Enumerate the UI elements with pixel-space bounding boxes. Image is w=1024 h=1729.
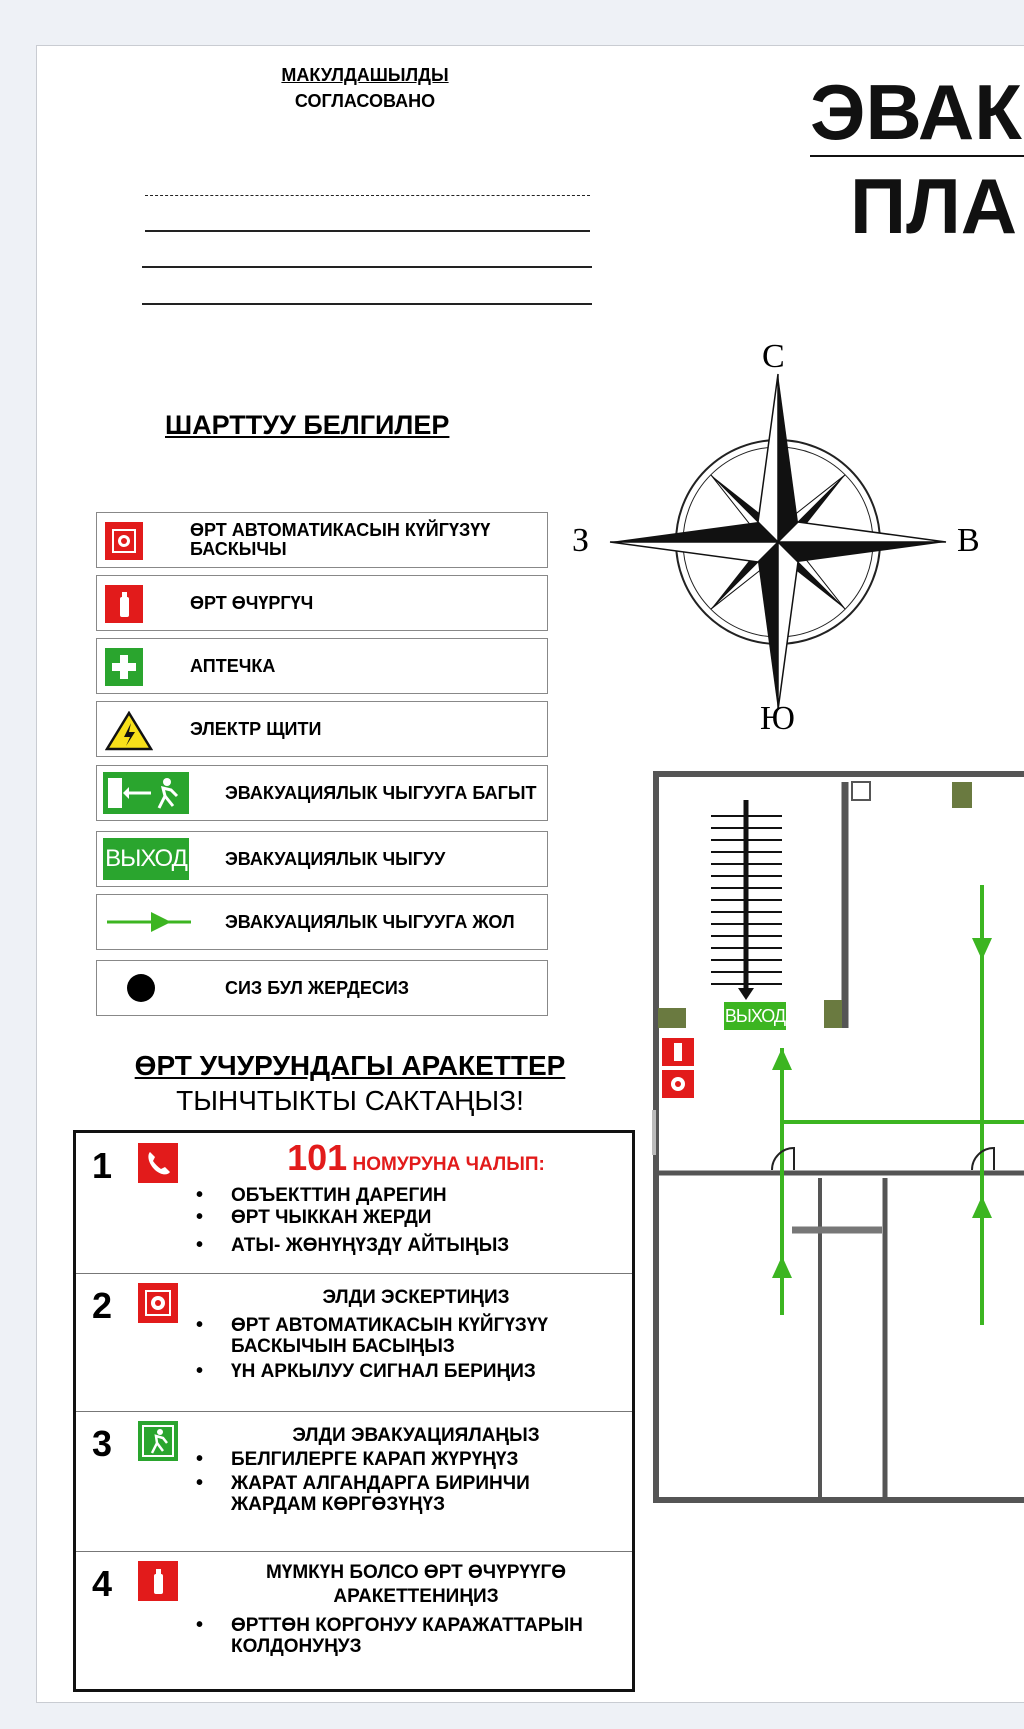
- phone-icon: [138, 1143, 178, 1183]
- step-bullet: ӨРТТӨН КОРГОНУУ КАРАЖАТТАРЫН КОЛДОНУҢУЗ: [196, 1615, 621, 1657]
- compass-north: С: [762, 338, 785, 375]
- legend-label: ЭВАКУАЦИЯЛЫК ЧЫГУУГА ЖОЛ: [225, 911, 515, 932]
- legend-item: ӨРТ ӨЧҮРГҮЧ: [96, 575, 548, 631]
- fire-extinguisher-icon: [138, 1561, 178, 1601]
- legend-item: ВЫХОД ЭВАКУАЦИЯЛЫК ЧЫГУУ: [96, 831, 548, 887]
- step-bullet: ӨРТ АВТОМАТИКАСЫН КҮЙГҮЗҮҮ БАСКЫЧЫН БАСЫ…: [196, 1315, 571, 1357]
- step-bullet: АТЫ- ЖӨНҮҢҮЗДҮ АЙТЫҢЫЗ: [196, 1235, 509, 1256]
- fire-alarm-button-icon: [138, 1283, 178, 1323]
- legend-item: АПТЕЧКА: [96, 638, 548, 694]
- step-bullet: ЖАРАТ АЛГАНДАРГА БИРИНЧИ ЖАРДАМ КӨРГӨЗҮҢ…: [196, 1473, 561, 1515]
- plan-title-line1: ЭВАК: [810, 68, 1022, 156]
- legend-heading: ШАРТТУУ БЕЛГИЛЕР: [165, 410, 450, 440]
- signature-line: [142, 303, 592, 305]
- step-head: МҮМКҮН БОЛСО ӨРТ ӨЧҮРҮҮГӨ АРАКЕТТЕНИҢИЗ: [265, 1562, 567, 1607]
- legend-label: ЭВАКУАЦИЯЛЫК ЧЫГУУГА БАГЫТ: [225, 782, 537, 803]
- legend-label: ӨРТ ӨЧҮРГҮЧ: [190, 592, 314, 613]
- approval-ru: СОГЛАСОВАНО: [294, 91, 436, 111]
- step-number: 4: [92, 1563, 113, 1604]
- legend-label: ЭВАКУАЦИЯЛЫК ЧЫГУУ: [225, 848, 446, 869]
- legend-item: ЭВАКУАЦИЯЛЫК ЧЫГУУГА ЖОЛ: [96, 894, 548, 950]
- action-step: 4 МҮМКҮН БОЛСО ӨРТ ӨЧҮРҮҮГӨ АРАКЕТТЕНИҢИ…: [76, 1551, 632, 1685]
- signature-line: [145, 230, 590, 232]
- step-head: ЭЛДИ ЭВАКУАЦИЯЛАҢЫЗ: [292, 1425, 540, 1446]
- fire-alarm-button-icon: [105, 522, 143, 560]
- compass-south: Ю: [760, 700, 795, 737]
- step-head-text: НОМУРУНА ЧАЛЫП:: [352, 1154, 545, 1175]
- you-are-here-icon: [127, 974, 155, 1002]
- legend-item: СИЗ БУЛ ЖЕРДЕСИЗ: [96, 960, 548, 1016]
- approval-kg: МАКУЛДАШЫЛДЫ: [281, 65, 449, 85]
- step-bullet: ОБЪЕКТТИН ДАРЕГИН: [196, 1185, 447, 1206]
- actions-heading: ӨРТ УЧУРУНДАГЫ АРАКЕТТЕР: [134, 1050, 566, 1081]
- step-number: 3: [92, 1423, 113, 1464]
- step-head: ЭЛДИ ЭСКЕРТИҢИЗ: [322, 1287, 510, 1308]
- signature-line: [142, 266, 592, 268]
- title-underline: [810, 155, 1024, 157]
- exit-person-icon: [138, 1421, 178, 1461]
- emergency-number: 101: [287, 1137, 348, 1178]
- legend-label: ЭЛЕКТР ЩИТИ: [190, 718, 322, 739]
- fire-extinguisher-icon: [105, 585, 143, 623]
- signature-line: [145, 195, 590, 196]
- exit-sign: ВЫХОД: [724, 1002, 786, 1030]
- step-bullet: БЕЛГИЛЕРГЕ КАРАП ЖҮРҮҢҮЗ: [196, 1449, 518, 1470]
- electric-panel-icon: [104, 710, 154, 756]
- step-number: 2: [92, 1285, 113, 1326]
- compass-rose-icon: [609, 373, 947, 711]
- action-step: 1 101 НОМУРУНА ЧАЛЫП: ОБЪЕКТТИН ДАРЕГИН …: [76, 1133, 632, 1274]
- actions-subheading: ТЫНЧТЫКТЫ САКТАҢЫЗ!: [176, 1085, 524, 1116]
- approval-block: МАКУЛДАШЫЛДЫ СОГЛАСОВАНО: [215, 62, 515, 114]
- step-bullet: ӨРТ ЧЫККАН ЖЕРДИ: [196, 1207, 432, 1228]
- compass-east: В: [957, 522, 980, 559]
- exit-sign-icon: ВЫХОД: [103, 838, 189, 880]
- plan-title-line2: ПЛА: [850, 162, 1018, 250]
- action-step: 3 ЭЛДИ ЭВАКУАЦИЯЛАҢЫЗ БЕЛГИЛЕРГЕ КАРАП Ж…: [76, 1411, 632, 1552]
- legend-label: АПТЕЧКА: [190, 655, 276, 676]
- step-bullet: ҮН АРКЫЛУУ СИГНАЛ БЕРИҢИЗ: [196, 1361, 536, 1382]
- first-aid-icon: [105, 648, 143, 686]
- evacuation-route-icon: [105, 904, 195, 945]
- compass-west: З: [572, 522, 590, 559]
- floor-plan: ВЫХОД: [652, 770, 1024, 1505]
- legend-label: СИЗ БУЛ ЖЕРДЕСИЗ: [225, 977, 410, 998]
- legend-item: ЭВАКУАЦИЯЛЫК ЧЫГУУГА БАГЫТ: [96, 765, 548, 821]
- step-head: 101 НОМУРУНА ЧАЛЫП:: [206, 1137, 626, 1179]
- step-number: 1: [92, 1145, 113, 1186]
- exit-direction-icon: [103, 772, 189, 814]
- actions-table: 1 101 НОМУРУНА ЧАЛЫП: ОБЪЕКТТИН ДАРЕГИН …: [73, 1130, 635, 1692]
- action-step: 2 ЭЛДИ ЭСКЕРТИҢИЗ ӨРТ АВТОМАТИКАСЫН КҮЙГ…: [76, 1273, 632, 1412]
- legend-label: ӨРТ АВТОМАТИКАСЫН КҮЙГҮЗҮҮ БАСКЫЧЫ: [190, 520, 491, 559]
- legend-item: ӨРТ АВТОМАТИКАСЫН КҮЙГҮЗҮҮ БАСКЫЧЫ: [96, 512, 548, 568]
- legend-item: ЭЛЕКТР ЩИТИ: [96, 701, 548, 757]
